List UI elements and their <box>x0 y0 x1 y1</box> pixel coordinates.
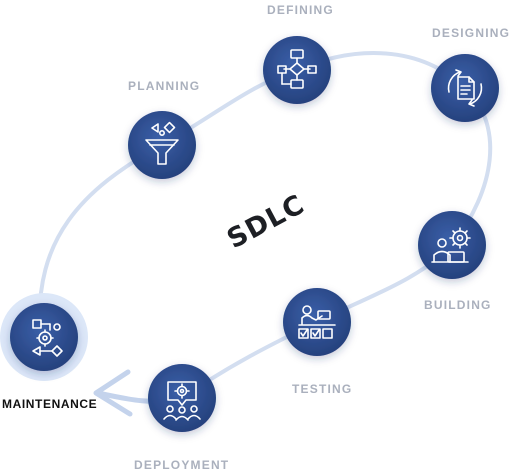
stage-label-testing: TESTING <box>292 382 353 396</box>
stage-maintenance[interactable] <box>0 293 88 381</box>
developer-gear-icon <box>431 227 471 263</box>
checklist-tester-icon <box>298 305 336 339</box>
stage-label-maintenance: MAINTENANCE <box>2 397 98 411</box>
stage-testing[interactable] <box>283 288 351 356</box>
stage-label-designing: DESIGNING <box>432 26 511 40</box>
stage-label-deployment: DEPLOYMENT <box>134 458 230 472</box>
filter-funnel-icon <box>145 121 179 165</box>
stage-label-defining: DEFINING <box>267 3 334 17</box>
stage-planning[interactable] <box>128 111 196 179</box>
stage-building[interactable] <box>418 211 486 279</box>
stage-deployment[interactable] <box>148 364 216 432</box>
stage-designing[interactable] <box>431 54 499 122</box>
cycle-arrowhead <box>93 369 133 417</box>
flowchart-icon <box>277 49 317 89</box>
gear-workflow-icon <box>32 319 63 357</box>
team-deploy-icon <box>163 381 201 421</box>
document-cycle-icon <box>447 69 483 107</box>
stage-label-building: BUILDING <box>424 298 492 312</box>
stage-defining[interactable] <box>263 36 331 104</box>
stage-label-planning: PLANNING <box>128 79 201 93</box>
